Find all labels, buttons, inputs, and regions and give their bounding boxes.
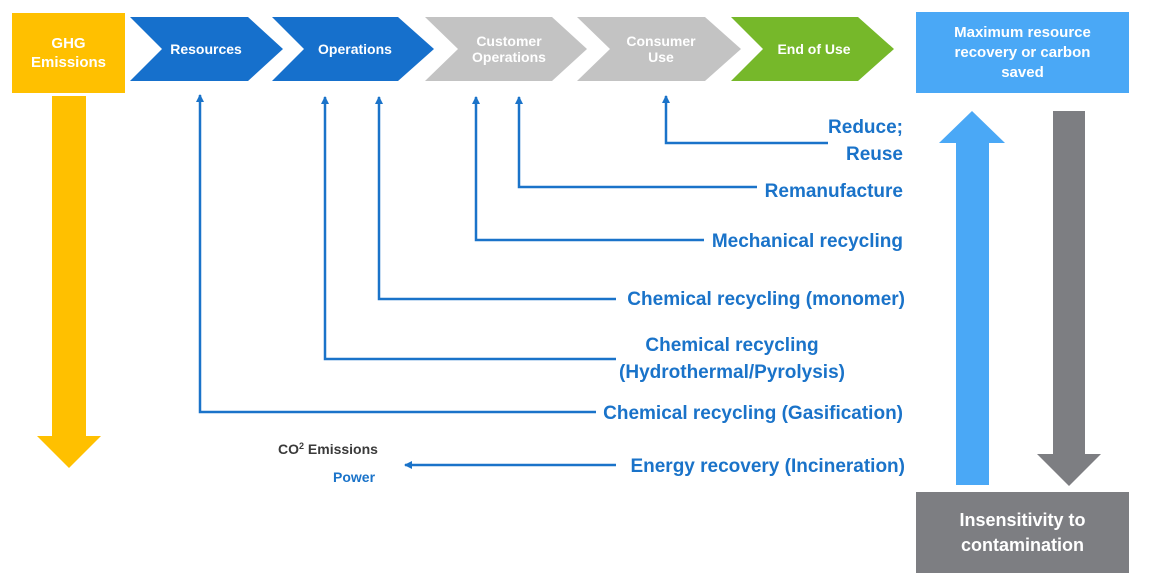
max-resource-recovery-box <box>916 12 1129 93</box>
stage-label-customer-operations: Customer Operations <box>472 33 546 65</box>
stage-chevron-end-of-use <box>731 17 894 81</box>
stage-label-resources: Resources <box>170 41 242 57</box>
connector-remanufacture <box>515 96 757 189</box>
route-chemical-gasification: Chemical recycling (Gasification) <box>603 403 903 424</box>
stage-chevron-operations <box>272 17 434 81</box>
co2-emissions-label: CO2 Emissions <box>278 441 378 457</box>
stage-chevron-consumer-use <box>577 17 741 81</box>
connector-mechanical-recycling <box>472 96 704 242</box>
route-energy-recovery: Energy recovery (Incineration) <box>630 456 905 477</box>
stage-label-operations: Operations <box>318 41 392 57</box>
connector-reduce-reuse <box>662 95 828 145</box>
ghg-emissions-box <box>12 13 125 93</box>
route-chemical-monomer: Chemical recycling (monomer) <box>627 289 905 310</box>
recovery-up-arrow <box>939 111 1005 485</box>
stage-chevron-customer-operations <box>425 17 587 81</box>
route-remanufacture: Remanufacture <box>764 181 903 202</box>
ghg-down-arrow <box>37 96 101 468</box>
connector-chemical-pyrolysis <box>321 96 616 361</box>
insensitivity-box <box>916 492 1129 573</box>
connector-chemical-monomer <box>375 96 616 301</box>
stage-label-end-of-use: End of Use <box>777 41 851 57</box>
connector-chemical-gasification <box>196 94 596 414</box>
max-resource-recovery-label: Maximum resource recovery or carbon save… <box>954 23 1091 81</box>
route-chemical-pyrolysis: Chemical recycling (Hydrothermal/Pyrolys… <box>619 335 845 383</box>
ghg-emissions-label: GHG Emissions <box>30 35 107 71</box>
insensitivity-label: Insensitivity to contamination <box>959 509 1086 555</box>
contamination-down-arrow <box>1037 111 1101 486</box>
power-label: Power <box>333 469 376 485</box>
route-mechanical-recycling: Mechanical recycling <box>711 231 903 252</box>
stage-label-consumer-use: Consumer Use <box>626 33 696 65</box>
route-reduce-reuse: Reduce; Reuse <box>828 117 903 165</box>
stage-chevron-resources <box>130 17 283 81</box>
